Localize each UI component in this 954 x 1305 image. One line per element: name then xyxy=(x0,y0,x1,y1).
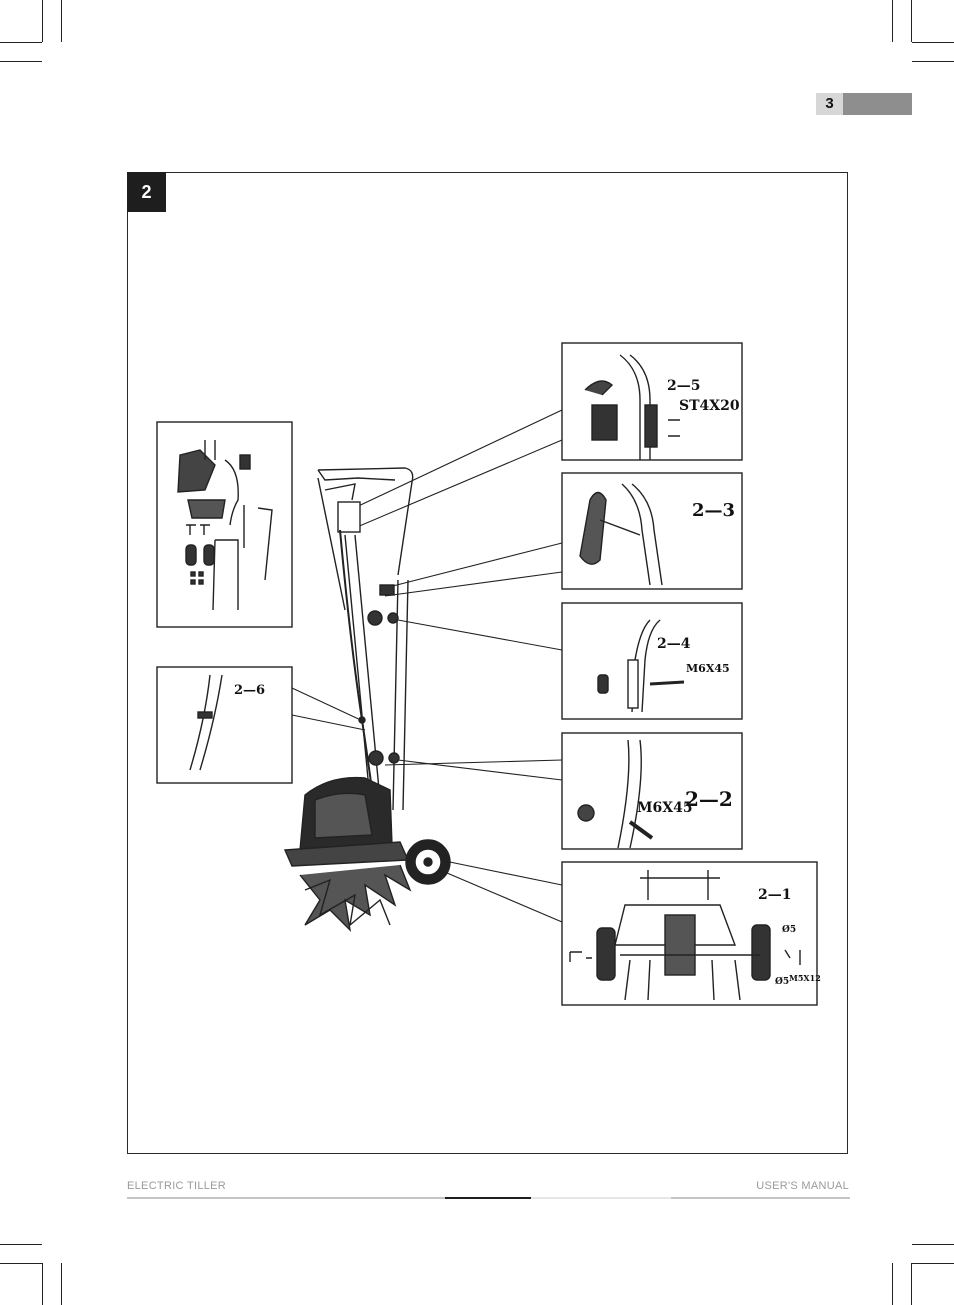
crop-mark xyxy=(912,61,954,62)
callout-2-1-d1: Ø5 xyxy=(782,924,796,935)
footer-rule-accent xyxy=(445,1197,531,1199)
callout-2-1-label: 2—1 xyxy=(758,887,791,903)
footer-rule xyxy=(671,1197,850,1199)
crop-mark xyxy=(892,1263,893,1305)
callout-2-5-box xyxy=(561,342,743,461)
parts-box xyxy=(156,421,293,628)
callout-2-3-label: 2—3 xyxy=(692,500,735,521)
crop-mark xyxy=(911,0,912,42)
crop-mark xyxy=(892,0,893,42)
callout-2-4-screw: M6X45 xyxy=(686,662,730,675)
page-number-bar xyxy=(843,93,912,115)
crop-mark xyxy=(911,1263,912,1305)
callout-2-2-screw: M6X45 xyxy=(637,800,693,816)
callout-2-2-label: 2—2 xyxy=(685,787,733,811)
crop-mark xyxy=(912,1263,954,1264)
tiller-illustration xyxy=(283,467,451,933)
footer-left-text: ELECTRIC TILLER xyxy=(127,1180,227,1192)
footer-right-text: USER'S MANUAL xyxy=(756,1180,849,1192)
crop-mark xyxy=(0,1244,42,1245)
crop-mark xyxy=(61,0,62,42)
callout-2-1-screw: M5X12 xyxy=(789,973,821,983)
crop-mark xyxy=(912,1244,954,1245)
crop-mark xyxy=(42,0,43,42)
page-number: 3 xyxy=(816,93,843,115)
callout-2-5-screw: ST4X20 xyxy=(679,398,740,414)
callout-2-4-label: 2—4 xyxy=(657,636,691,652)
callout-2-2-box xyxy=(561,732,743,850)
callout-2-6-box xyxy=(156,666,293,784)
callout-2-6-label: 2—6 xyxy=(234,683,265,698)
callout-2-4-box xyxy=(561,602,743,720)
callout-2-1-box xyxy=(561,861,818,1006)
crop-mark xyxy=(61,1263,62,1305)
crop-mark xyxy=(42,1263,43,1305)
figure-frame xyxy=(127,172,848,1154)
footer-rule xyxy=(127,1197,445,1199)
crop-mark xyxy=(0,61,42,62)
callout-2-1-d2: Ø5 xyxy=(775,976,789,987)
footer-rule xyxy=(531,1197,671,1199)
callout-2-5-label: 2—5 xyxy=(667,378,700,394)
crop-mark xyxy=(0,1263,42,1264)
figure-number-badge: 2 xyxy=(127,172,166,212)
leader-lines xyxy=(291,409,563,923)
crop-mark xyxy=(912,42,954,43)
callout-2-3-box xyxy=(561,472,743,590)
crop-mark xyxy=(0,42,42,43)
